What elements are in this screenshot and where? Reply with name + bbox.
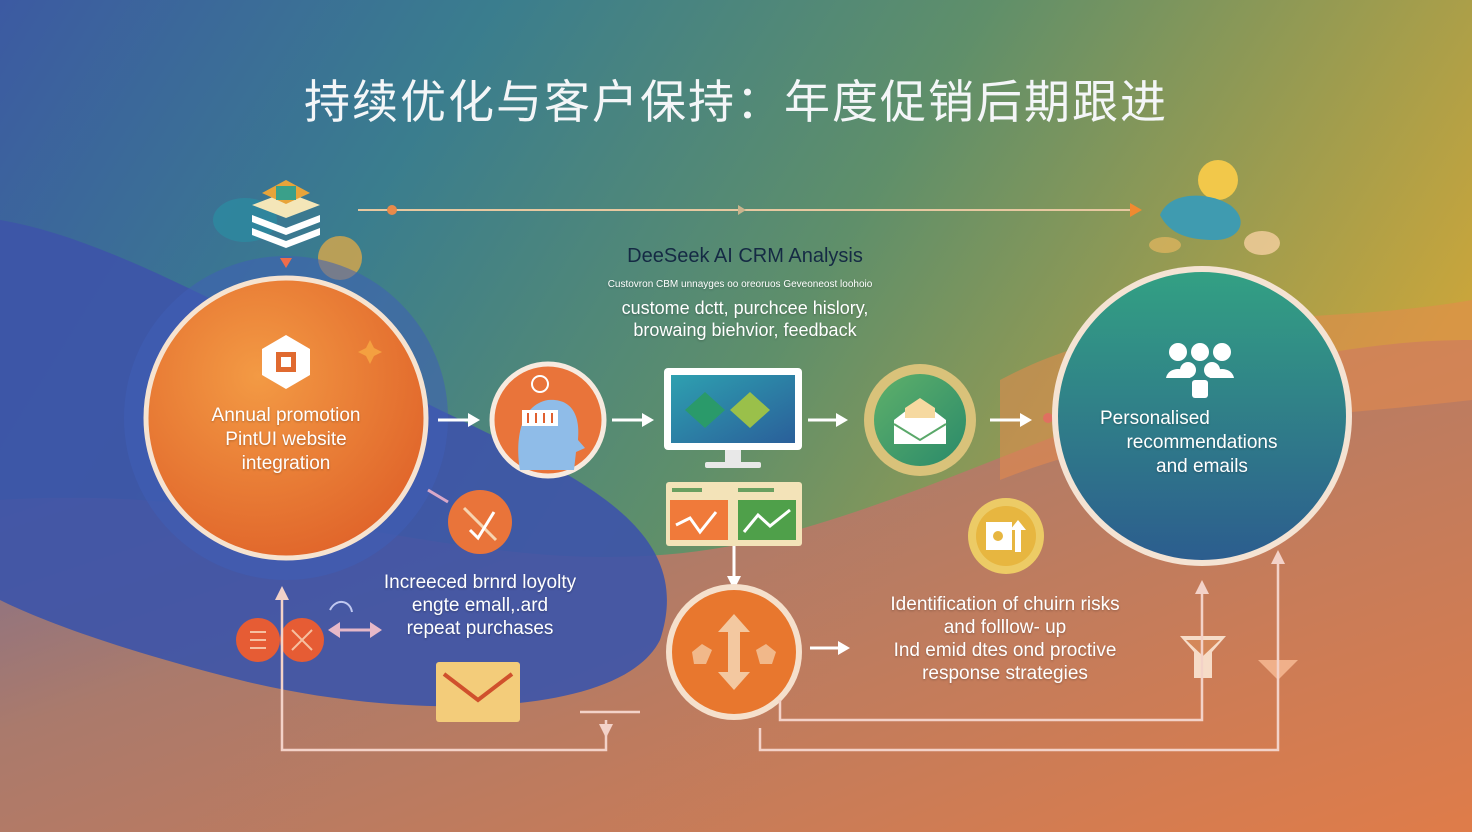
refresh-badge-icon [968,498,1044,574]
stacked-layers-icon [213,180,362,280]
loop-arrowheads [275,550,1285,738]
result-line-3: and emails [1156,456,1248,477]
loyalty-line-3: repeat purchases [406,618,554,639]
result-node-label: Personalised recommendations and emails [1086,407,1318,479]
result-line-2: recommendations [1126,432,1278,453]
churn-node-circle [666,584,802,720]
churn-line-1: Identification of chuirn risks [890,594,1120,615]
checklist-icon [427,488,512,554]
start-line-2: PintUI website [225,429,347,450]
start-line-3: integration [241,453,331,474]
loyalty-label: Increeced brnrd loyolty engte emall,.ard… [350,571,610,640]
churn-line-3: Ind emid dtes ond proctive [893,640,1117,661]
result-line-1: Personalised [1100,408,1210,429]
analysis-subtitle: Custovron CBM unnayges oo oreoruos Geveo… [607,279,873,290]
page-title: 持续优化与客户保持：年度促销后期跟进 [304,75,1168,129]
analysis-line-2: browaing biehvior, feedback [633,320,857,340]
analysis-line-1: custome dctt, purchcee hislory, [621,298,869,318]
analysis-title: DeeSeek AI CRM Analysis [627,245,863,267]
coins-icon [236,601,382,662]
hexagon-logo-icon [262,335,310,389]
result-node-circle [1052,266,1352,566]
analysis-description: custome dctt, purchcee hislory, browaing… [560,297,930,341]
loyalty-line-1: Increeced brnrd loyolty [383,572,577,593]
start-line-1: Annual promotion [211,405,361,426]
email-envelope-icon [436,662,520,722]
churn-line-2: and folllow- up [943,617,1067,638]
churn-line-4: response strategies [922,663,1088,684]
start-node-label: Annual promotion PintUI website integrat… [176,404,396,476]
churn-label: Identification of chuirn risks and folll… [850,593,1160,685]
loyalty-line-2: engte emall,.ard [411,595,549,616]
top-connector-arrow [358,203,1142,217]
ai-head-icon [489,361,607,479]
envelope-open-icon [864,364,976,476]
people-group-icon [1166,343,1234,398]
decorative-blobs-icon [1149,160,1280,255]
start-node-circle [124,256,448,580]
flow-arrows [438,413,1032,655]
monitor-icon [664,368,802,468]
mini-charts-panel [666,482,802,590]
sparkle-icon [358,340,382,364]
